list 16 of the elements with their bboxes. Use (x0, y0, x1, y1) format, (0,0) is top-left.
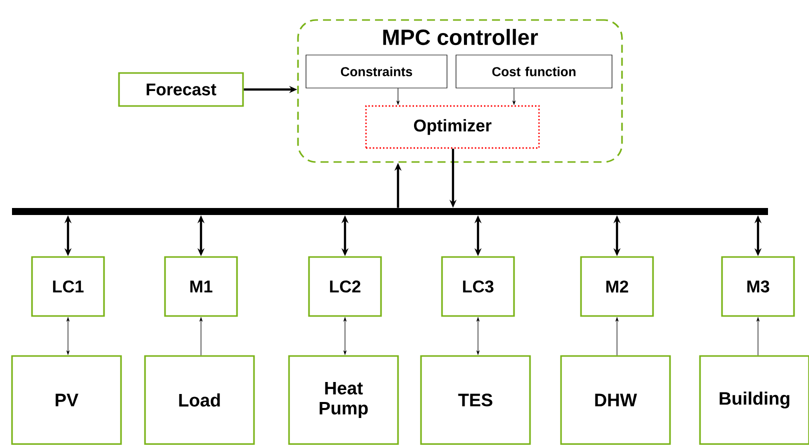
process-box: M1 (164, 256, 238, 317)
process-box: Cost function (456, 54, 612, 88)
process-box: Load (144, 355, 255, 445)
process-box: PV (11, 355, 122, 445)
process-box: M3 (721, 256, 795, 317)
process-box: Constraints (306, 54, 448, 88)
process-box: DHW (560, 355, 671, 445)
process-box: TES (420, 355, 531, 445)
process-box: M2 (580, 256, 654, 317)
optimizer-box: Optimizer (365, 105, 540, 149)
process-box: Building (699, 355, 809, 445)
process-box: LC2 (308, 256, 382, 317)
process-box: Heat Pump (288, 355, 399, 445)
process-box: LC3 (441, 256, 515, 317)
process-box: Forecast (118, 72, 244, 107)
process-box: LC1 (31, 256, 105, 317)
